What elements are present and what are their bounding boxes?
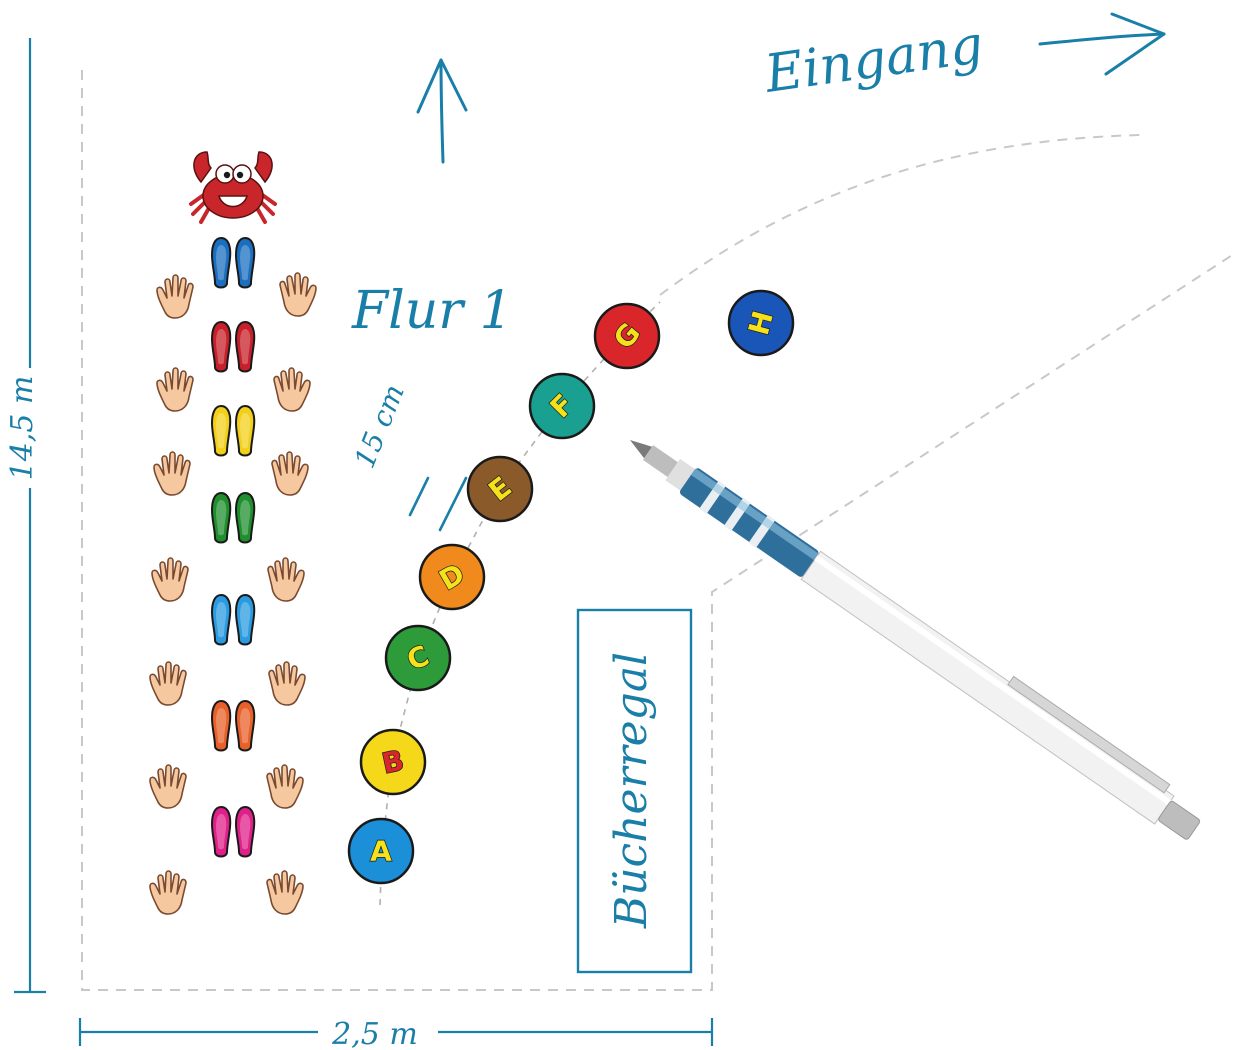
hand-icon	[266, 870, 304, 915]
hand-icon	[156, 274, 194, 319]
bookshelf: Bücherregal	[576, 608, 693, 974]
footprint-pair	[211, 594, 256, 646]
entrance-label: Eingang	[760, 15, 986, 105]
spacing-label: 15 cm	[348, 380, 411, 473]
hallway-label: Flur 1	[351, 281, 513, 341]
footprint-pair	[211, 405, 256, 457]
hand-icon	[149, 661, 187, 706]
letter-circle-d: D	[418, 543, 486, 611]
hand-icon	[273, 367, 311, 412]
hand-icon	[266, 764, 304, 809]
hand-icon	[156, 367, 194, 412]
hand-icon	[153, 451, 191, 496]
hand-icon	[267, 557, 305, 602]
up-arrow-icon	[416, 58, 468, 164]
room-outline	[81, 70, 1237, 991]
footprint-pair	[211, 492, 256, 544]
letter-circle-a: A	[347, 817, 415, 885]
spacing-marks	[408, 476, 468, 532]
hand-icon	[271, 451, 309, 496]
hand-icon	[149, 870, 187, 915]
bookshelf-label: Bücherregal	[606, 652, 657, 929]
hand-icon	[268, 661, 306, 706]
letter-circle-c: C	[384, 624, 452, 692]
width-dimension-label: 2,5 m	[331, 1017, 418, 1050]
letter-circle-g: G	[593, 302, 661, 370]
footprint-pair	[211, 700, 256, 752]
pen-icon	[630, 440, 1201, 840]
height-dimension: 14,5 m	[5, 38, 46, 994]
hand-icon	[279, 272, 317, 317]
footprints	[211, 237, 256, 858]
letter-circle-f: F	[528, 372, 596, 440]
height-dimension-label: 14,5 m	[5, 376, 40, 481]
footprint-pair	[211, 806, 256, 858]
footprint-pair	[211, 237, 256, 289]
hand-icon	[149, 764, 187, 809]
width-dimension: 2,5 m	[78, 1017, 714, 1050]
hand-icon	[151, 557, 189, 602]
footprint-pair	[211, 321, 256, 373]
letter-circle-e: E	[466, 455, 534, 523]
right-arrow-icon	[1038, 12, 1166, 76]
letter-circle-label: A	[370, 835, 392, 868]
crab-icon	[189, 151, 277, 224]
letter-circle-h: H	[727, 289, 795, 357]
letter-circle-b: B	[359, 728, 427, 796]
hands	[149, 272, 317, 915]
